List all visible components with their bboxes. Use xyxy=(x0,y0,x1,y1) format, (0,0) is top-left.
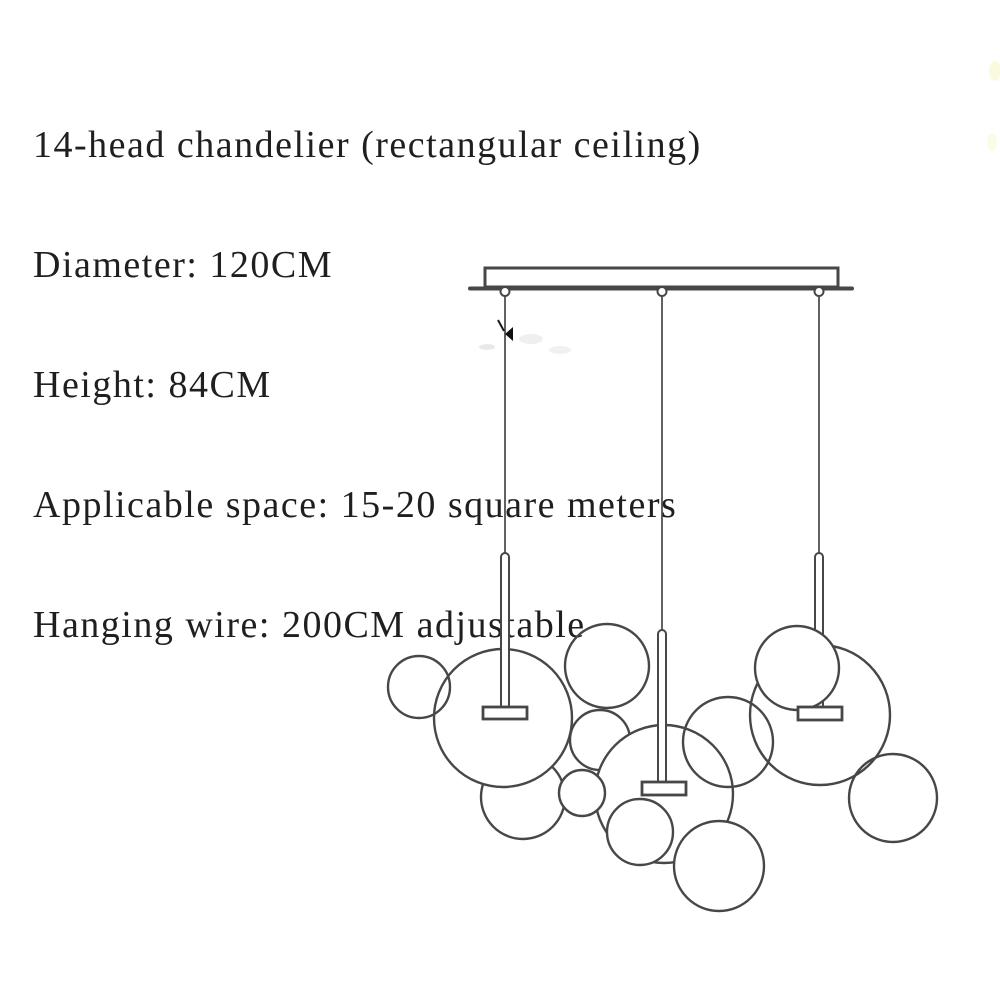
faint-smudge xyxy=(987,133,997,151)
lamp-stem xyxy=(657,629,667,785)
glass-bubble xyxy=(672,819,766,913)
faint-smudge xyxy=(479,344,495,350)
spec-text-block: 14-head chandelier (rectangular ceiling)… xyxy=(33,45,702,725)
wire-attach-ring xyxy=(813,286,825,297)
lamp-holder-bar xyxy=(481,705,529,721)
faint-smudge xyxy=(519,334,543,344)
faint-smudge xyxy=(989,61,1000,81)
glass-bubble xyxy=(386,654,452,720)
spec-line-title: 14-head chandelier (rectangular ceiling) xyxy=(33,124,702,166)
faint-smudge xyxy=(549,346,571,354)
cursor-icon xyxy=(505,327,513,341)
lamp-holder-bar xyxy=(640,780,688,797)
cursor-tick xyxy=(497,319,505,332)
lamp-stem xyxy=(500,552,510,710)
glass-bubble xyxy=(557,768,607,818)
wire-attach-ring xyxy=(656,286,668,297)
wire-attach-ring xyxy=(499,286,511,297)
glass-bubble xyxy=(563,622,651,710)
glass-bubble xyxy=(847,752,939,844)
glass-bubble xyxy=(605,797,675,867)
ceiling-canopy xyxy=(483,266,840,289)
spec-line-applicable-space: Applicable space: 15-20 square meters xyxy=(33,484,678,526)
glass-bubble xyxy=(753,624,841,712)
spec-line-height: Height: 84CM xyxy=(33,364,272,406)
spec-line-diameter: Diameter: 120CM xyxy=(33,244,334,286)
glass-bubble xyxy=(681,695,775,789)
lamp-holder-bar xyxy=(796,705,844,722)
